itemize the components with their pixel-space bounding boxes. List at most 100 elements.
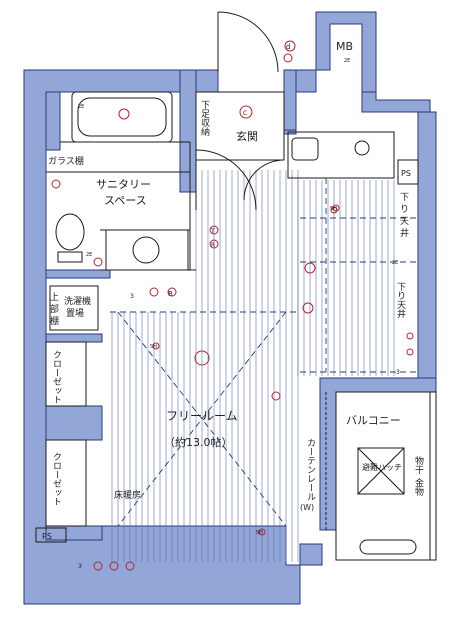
- wall-sanitary-bottom: [45, 269, 111, 279]
- floor-hatching: [111, 170, 299, 562]
- hatch-diag-2: [357, 447, 405, 495]
- label-jobu-1: 上: [50, 292, 59, 303]
- sh-detector-3: [332, 204, 340, 212]
- label-sagari-1b: り: [400, 204, 409, 215]
- sh-detector-2: [258, 528, 266, 536]
- outlet-2: [209, 239, 219, 249]
- entrance-floor: [195, 91, 285, 161]
- outlet-8: [330, 206, 338, 214]
- wall-entrance-left: [179, 69, 197, 193]
- label-sagari-1a: 下: [400, 193, 409, 203]
- entrance-door-arc: [217, 11, 279, 73]
- label-sagari-1d: 井: [400, 227, 409, 239]
- outlet-13: [51, 179, 61, 189]
- label-laundry-1: 物干: [413, 455, 424, 475]
- label-mb: MB: [336, 40, 353, 53]
- light-fixture-bath: [118, 108, 130, 120]
- outlet-3: [149, 287, 159, 297]
- room-diagonal-1: [117, 311, 287, 527]
- stove-burner: [354, 140, 370, 156]
- kitchen-sink: [291, 137, 319, 161]
- symbol-2e-sanitary: 2E: [86, 252, 92, 258]
- symbol-c-entrance: C: [243, 110, 247, 117]
- room-diagonal-2: [117, 311, 287, 527]
- wall-entrance-right: [283, 69, 297, 131]
- bathtub: [71, 91, 173, 143]
- label-jobu-3: 棚: [50, 315, 59, 327]
- room-door-arc: [243, 159, 285, 201]
- label-washer-1: 洗濯機: [64, 295, 91, 307]
- symbol-t: T: [210, 228, 215, 235]
- wall-top-mid: [295, 69, 317, 93]
- light-fixture-entrance: [239, 105, 253, 119]
- label-closet-2: クローゼット: [51, 452, 62, 506]
- outlet-9: [304, 262, 316, 274]
- symbol-sh-3: SH: [330, 206, 337, 212]
- vanity-sink: [132, 236, 160, 264]
- symbol-2e-mb: 2E: [344, 58, 350, 64]
- outlet-12: [406, 348, 414, 356]
- symbol-r-2: R: [211, 242, 215, 249]
- symbol-3-room: 3: [130, 293, 134, 300]
- label-floor-heating: 床暖房: [114, 489, 141, 501]
- mb-circle: [284, 40, 296, 52]
- balcony-drain: [359, 539, 417, 555]
- label-washer-2: 置場: [66, 307, 84, 319]
- equipment-symbols: [51, 40, 414, 571]
- label-glass-shelf: ガラス棚: [48, 155, 84, 167]
- interior-lines: [35, 11, 437, 561]
- label-sanitary-2: スペース: [104, 194, 147, 207]
- wall-right-lower: [319, 377, 437, 531]
- closet-2-box: [45, 439, 87, 527]
- symbol-2e-bath: 2E: [78, 104, 84, 110]
- label-hatch: 避難ハッチ: [362, 462, 402, 472]
- mb-circle-2: [283, 53, 293, 63]
- sanitary-door-arc: [195, 149, 257, 211]
- washer-box: [49, 285, 99, 331]
- wall-bath: [45, 91, 61, 151]
- outlet-4: [167, 287, 177, 297]
- label-curtain-rail-w: (W): [300, 503, 314, 512]
- walls: [23, 11, 437, 605]
- vanity: [105, 229, 189, 271]
- light-fixture-room: [194, 350, 210, 366]
- sh-detector-1: [152, 342, 160, 350]
- toilet-bowl: [55, 213, 85, 251]
- label-free-room: フリールーム: [166, 409, 238, 423]
- dashed-lines: [110, 178, 418, 527]
- label-laundry-2: 金物: [413, 477, 424, 497]
- label-sagari-2: 下り天井: [395, 282, 406, 319]
- symbol-sh-2: SH: [256, 530, 263, 536]
- bathtub-inner: [77, 97, 167, 137]
- label-closet-1: クローゼット: [51, 350, 62, 404]
- kitchen-floor-hatching: [297, 180, 395, 376]
- label-free-room-size: （約13.0帖）: [164, 435, 233, 449]
- wall-closet-1: [45, 405, 103, 441]
- label-shita-shunou: 下足収納: [199, 100, 210, 137]
- label-sagari-1c: 天: [400, 217, 409, 227]
- label-balcony: バルコニー: [346, 414, 401, 427]
- outlet-1: [209, 225, 219, 235]
- symbol-d-mb: d: [286, 43, 290, 51]
- symbol-3-bottom: 3: [78, 563, 82, 570]
- ps-box-bottom: [35, 527, 67, 543]
- label-genkan: 玄関: [236, 129, 258, 143]
- label-ps-bottom: PS: [42, 532, 52, 541]
- symbol-2e-room: 2E: [392, 260, 398, 266]
- label-ps-top: PS: [401, 169, 411, 178]
- label-jobu-2: 部: [50, 303, 59, 315]
- outlet-room-wall: [271, 391, 281, 401]
- wall-right: [417, 111, 437, 379]
- symbol-sh-1: SH: [150, 344, 157, 350]
- wall-mb-right: [361, 91, 431, 113]
- outlet-14: [93, 257, 103, 267]
- balcony-area: [335, 391, 437, 561]
- outlet-10: [302, 302, 314, 314]
- kitchen-counter: [287, 131, 395, 179]
- hatch-box: [357, 447, 405, 495]
- outlet-5: [93, 561, 103, 571]
- outlet-6: [109, 561, 119, 571]
- toilet-tank: [57, 251, 83, 263]
- labels: MB 玄関 下足収納 サニタリー スペース ガラス棚 洗濯機 置場 上 部 棚 …: [42, 40, 424, 570]
